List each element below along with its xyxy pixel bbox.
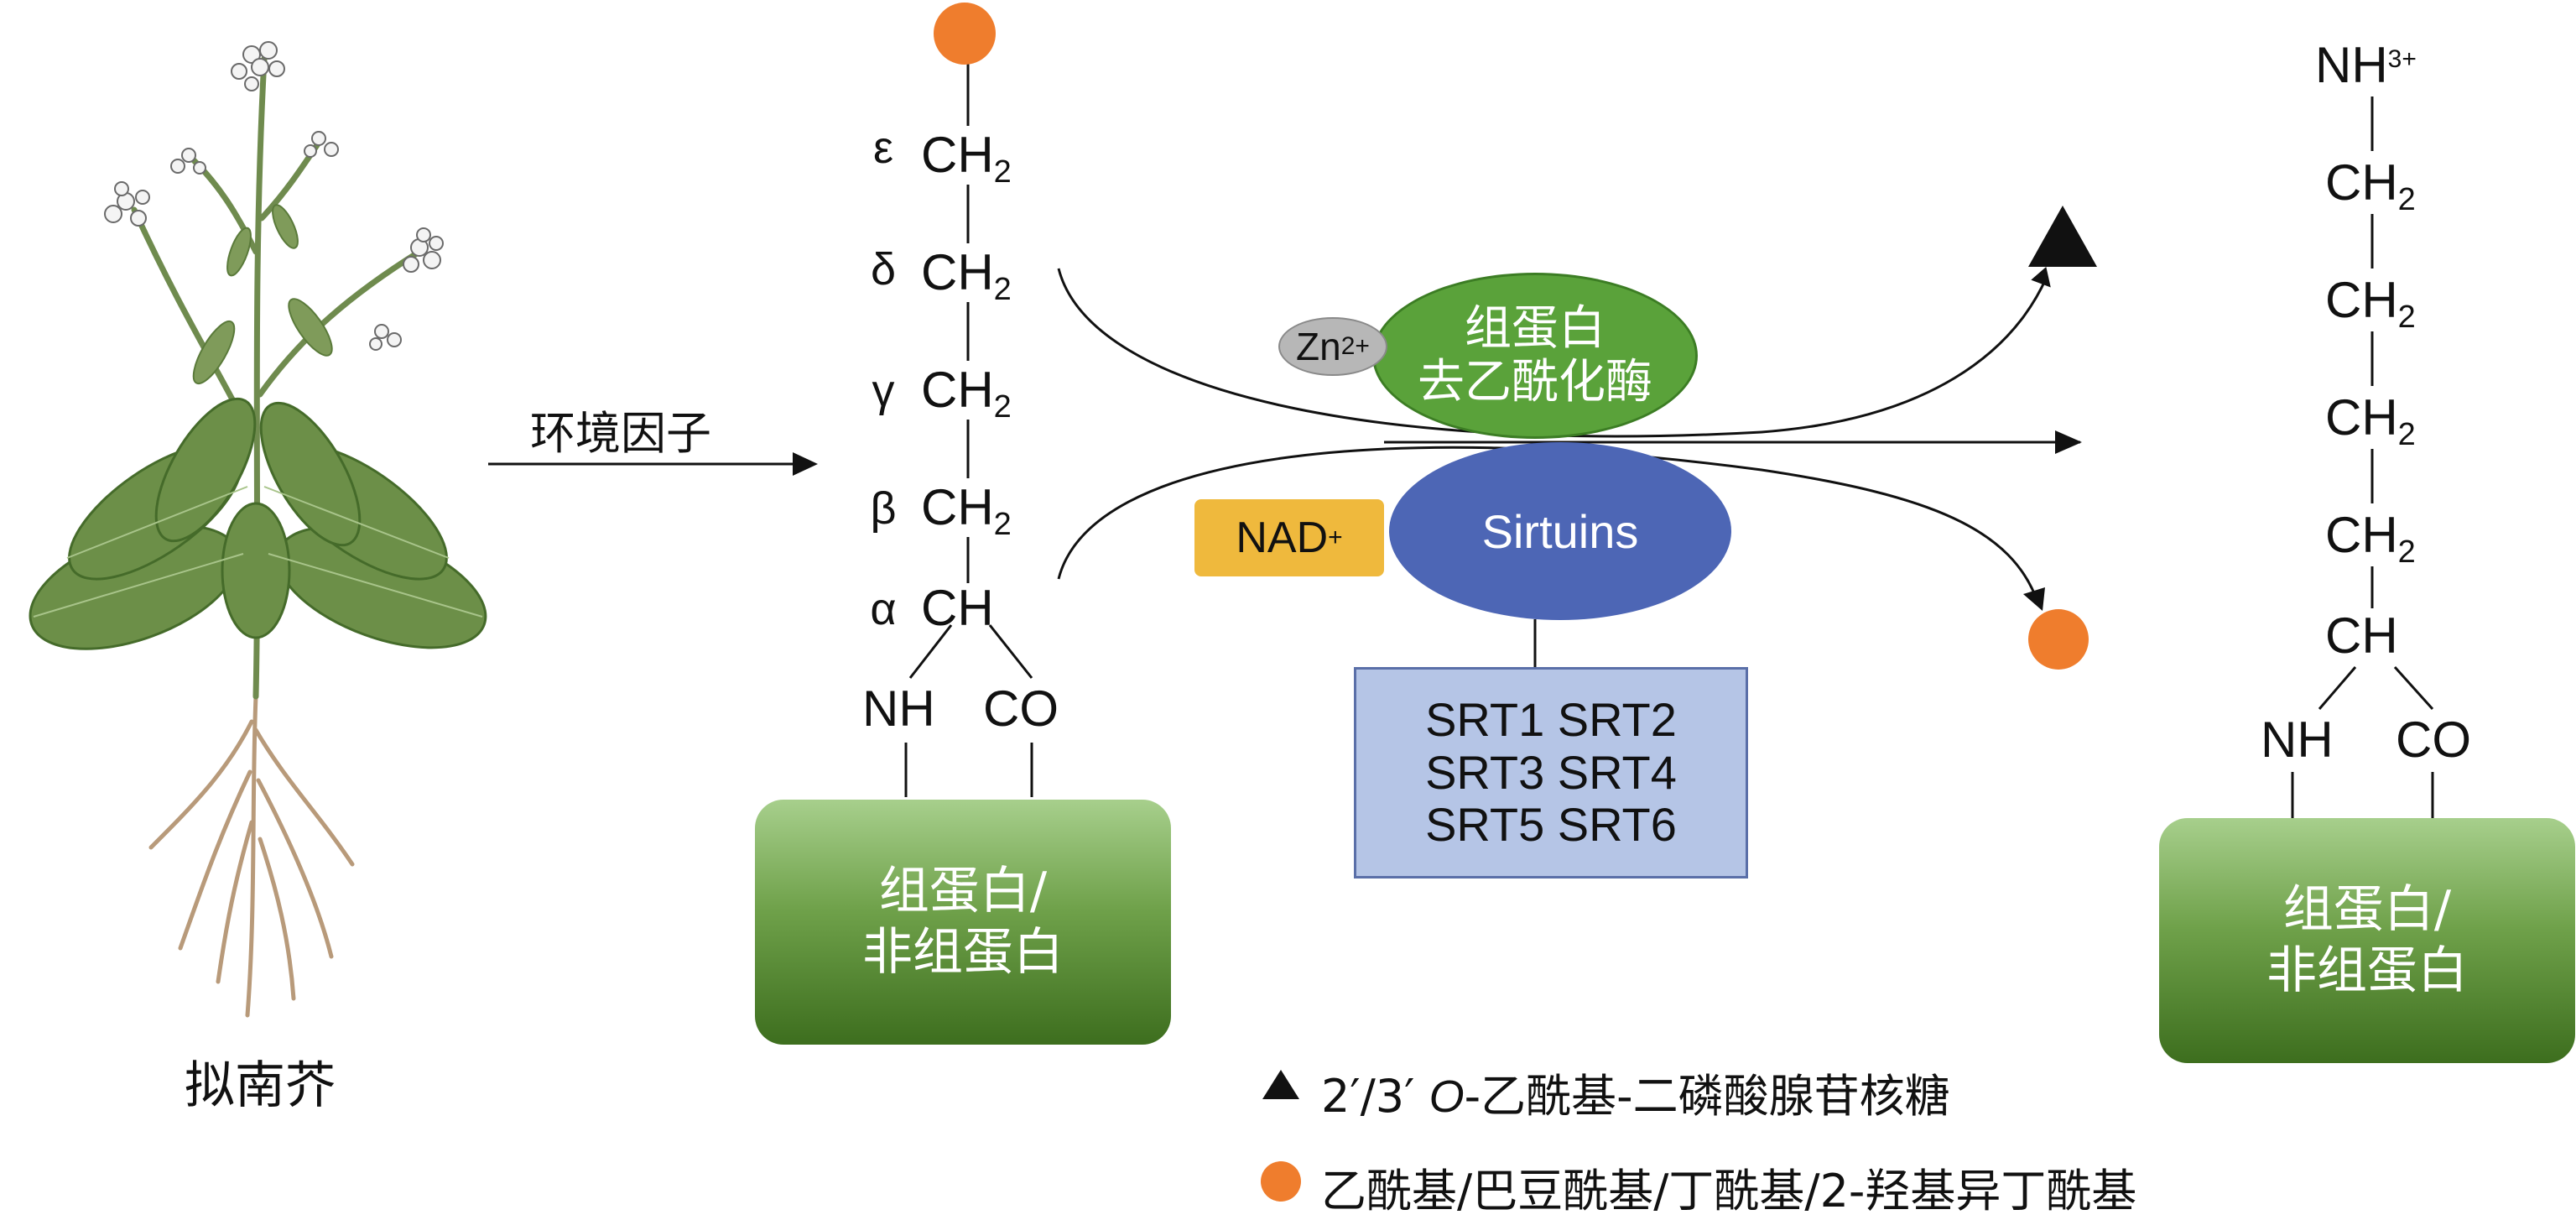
srt-row: SRT1 SRT2 [1425,692,1677,746]
sirtuins-ellipse: Sirtuins [1389,442,1731,620]
left-protein-box: 组蛋白/ 非组蛋白 [755,800,1171,1045]
greek-gamma: γ [872,366,895,416]
left-ch2-epsilon: CH2 [921,127,1012,190]
left-ch2-beta: CH2 [921,479,1012,542]
released-acyl-circle [2028,609,2089,670]
environment-factor-label: 环境因子 [530,407,711,460]
hdac-line1: 组蛋白 [1465,300,1605,356]
adp-ribose-triangle-icon [2028,206,2097,267]
right-protein-line1: 组蛋白/ [2282,879,2452,939]
legend-circle-icon [1261,1161,1301,1202]
right-nh-label: NH [2261,712,2334,768]
legend-triangle-text: 2′/3′ O-乙酰基-二磷酸腺苷核糖 [1321,1070,1950,1123]
left-ch-alpha: CH [921,580,994,636]
left-chain-bonds [904,63,1033,797]
plant-label: 拟南芥 [185,1056,336,1115]
hdac-line2: 去乙酰化酶 [1418,355,1652,409]
left-co-label: CO [983,680,1059,737]
left-ch2-gamma: CH2 [921,362,1012,425]
reaction-curve-upper [1057,268,2048,438]
arabidopsis-plant-icon [29,41,487,1018]
sirtuins-label: Sirtuins [1481,504,1639,558]
left-nh-label: NH [862,680,935,737]
legend-circle-text: 乙酰基/巴豆酰基/丁酰基/2-羟基异丁酰基 [1321,1165,2137,1217]
left-ch2-delta: CH2 [921,244,1012,307]
srt-row: SRT5 SRT6 [1425,798,1677,852]
right-nh3-label: NH3+ [2315,37,2417,93]
greek-delta: δ [870,244,897,295]
right-ch-alpha: CH [2325,607,2398,664]
greek-alpha: α [870,584,897,634]
right-protein-box: 组蛋白/ 非组蛋白 [2159,818,2575,1063]
right-protein-line2: 非组蛋白 [2266,941,2468,1000]
greek-beta: β [870,483,897,534]
acyl-group-circle [934,3,996,65]
right-ch2-1: CH2 [2325,154,2416,217]
srt-row: SRT3 SRT4 [1425,745,1677,799]
greek-epsilon: ε [872,123,894,173]
right-chain-bonds [2291,96,2434,818]
srt-list-box: SRT1 SRT2 SRT3 SRT4 SRT5 SRT6 [1354,667,1748,879]
right-ch2-4: CH2 [2325,507,2416,570]
left-protein-line2: 非组蛋白 [862,923,1064,982]
right-ch2-2: CH2 [2325,272,2416,335]
left-protein-line1: 组蛋白/ [878,861,1048,920]
legend-triangle-icon [1262,1070,1299,1099]
right-ch2-3: CH2 [2325,389,2416,452]
nad-badge: NAD+ [1194,499,1384,576]
histone-deacetylase-ellipse: 组蛋白 去乙酰化酶 [1372,273,1698,439]
right-co-label: CO [2396,712,2471,768]
